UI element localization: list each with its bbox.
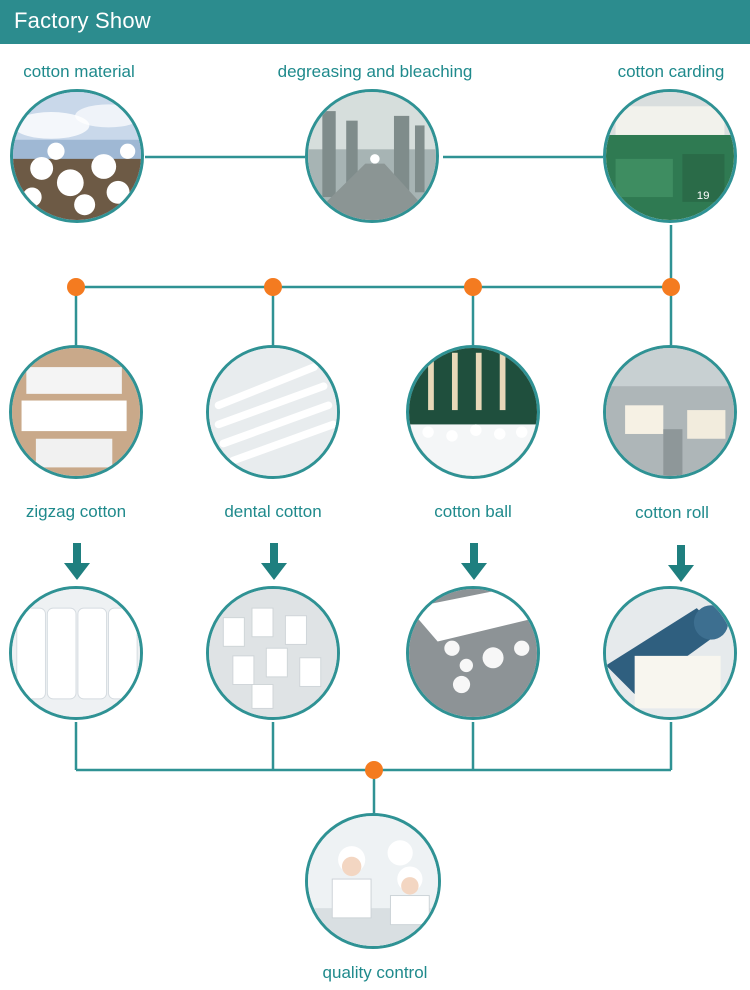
down-arrow-icon bbox=[461, 543, 487, 580]
header-bar: Factory Show bbox=[0, 0, 750, 44]
flow-node bbox=[662, 278, 680, 296]
product-label-cotton-roll: cotton roll bbox=[635, 503, 709, 522]
cotton-roll-product-image bbox=[606, 589, 734, 717]
down-arrow-icon bbox=[261, 543, 287, 580]
step-label-degreasing: degreasing and bleaching bbox=[277, 62, 473, 81]
cotton-roll-product-photo bbox=[603, 586, 737, 720]
step-label-cotton-material: cotton material bbox=[23, 62, 135, 81]
bleaching-plant-image bbox=[308, 92, 436, 220]
quality-control-image bbox=[308, 816, 438, 946]
product-label-zigzag-cotton: zigzag cotton bbox=[25, 502, 127, 521]
page-title: Factory Show bbox=[14, 8, 151, 33]
flow-node bbox=[264, 278, 282, 296]
flow-node bbox=[67, 278, 85, 296]
down-arrow-icon bbox=[668, 545, 694, 582]
zigzag-cotton-image bbox=[12, 348, 140, 476]
quality-control-photo bbox=[305, 813, 441, 949]
cotton-roll-line-image bbox=[606, 348, 734, 476]
zigzag-cotton-pack-photo bbox=[9, 586, 143, 720]
product-label-cotton-ball: cotton ball bbox=[434, 502, 512, 521]
zigzag-cotton-photo bbox=[9, 345, 143, 479]
down-arrow-icon bbox=[64, 543, 90, 580]
cotton-field-photo bbox=[10, 89, 144, 223]
cotton-balls-photo bbox=[406, 586, 540, 720]
carding-machine-image: 19 bbox=[606, 92, 734, 220]
flow-node bbox=[464, 278, 482, 296]
cotton-field-image bbox=[13, 92, 141, 220]
product-label-dental-cotton: dental cotton bbox=[224, 502, 322, 521]
svg-text:19: 19 bbox=[697, 190, 710, 202]
step-label-carding: cotton carding bbox=[617, 62, 725, 81]
cotton-balls-image bbox=[409, 589, 537, 717]
dental-cotton-rolls-photo bbox=[206, 586, 340, 720]
cotton-ball-line-photo bbox=[406, 345, 540, 479]
carding-machine-photo: 19 bbox=[603, 89, 737, 223]
dental-cotton-line-image bbox=[209, 348, 337, 476]
cotton-ball-line-image bbox=[409, 348, 537, 476]
bleaching-plant-photo bbox=[305, 89, 439, 223]
dental-cotton-rolls-image bbox=[209, 589, 337, 717]
flow-node bbox=[365, 761, 383, 779]
zigzag-cotton-pack-image bbox=[12, 589, 140, 717]
cotton-roll-line-photo bbox=[603, 345, 737, 479]
step-label-quality-control: quality control bbox=[322, 963, 428, 982]
dental-cotton-line-photo bbox=[206, 345, 340, 479]
